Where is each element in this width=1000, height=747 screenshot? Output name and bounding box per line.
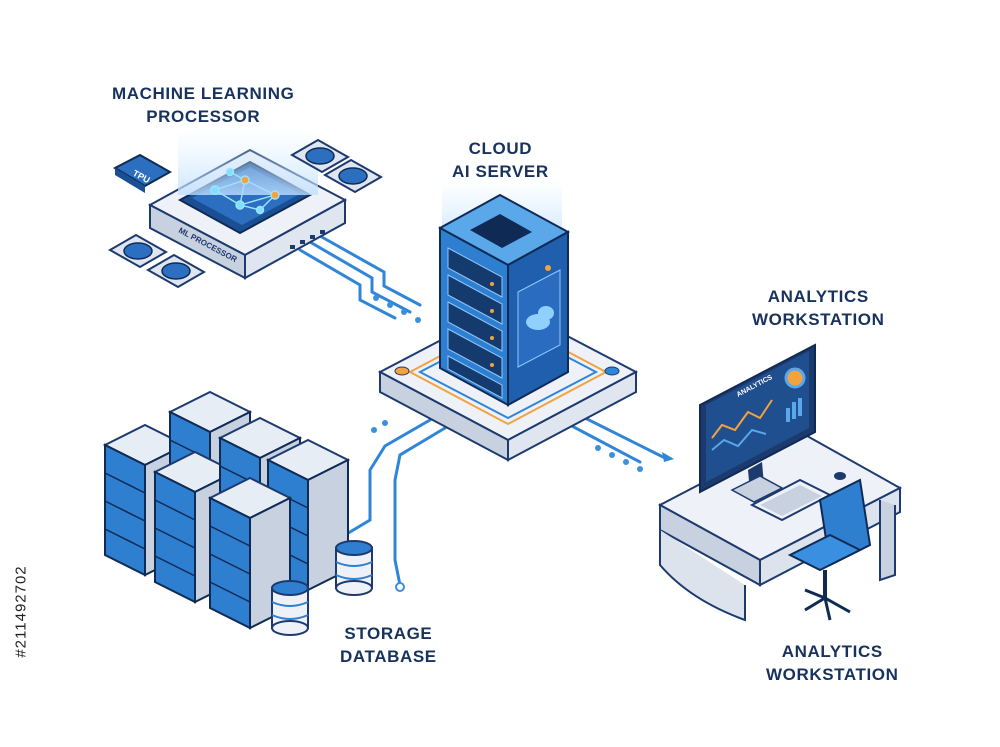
fan-icon (289, 138, 351, 174)
monitor-bars (786, 398, 802, 422)
monitor-pie-icon (784, 367, 806, 389)
workstation-top-label-line2: WORKSTATION (752, 310, 885, 329)
tpu-chip: TPU (112, 153, 173, 193)
connection-lines (298, 234, 667, 587)
fan-icon (145, 253, 207, 289)
server-to-workstation-line (568, 423, 642, 464)
fan-icon (322, 158, 384, 194)
server-slots (447, 247, 503, 399)
fan-icon (107, 233, 169, 269)
ml-processor-label-line1: MACHINE LEARNING (112, 84, 295, 103)
port-leds (290, 230, 325, 249)
ml-processor-label-line2: PROCESSOR (146, 107, 261, 126)
workstation-bottom-label-line1: ANALYTICS (781, 642, 883, 661)
workstation-top-label: ANALYTICS WORKSTATION (752, 285, 885, 331)
server-to-workstation-line-2 (583, 416, 667, 460)
monitor: ANALYTICS (699, 343, 816, 503)
database-cylinder-icon (271, 580, 309, 636)
cloud-icon (526, 306, 554, 330)
cloud-server-label-line1: CLOUD (468, 139, 533, 158)
connection-dots (371, 295, 643, 592)
cloud-server-label-line2: AI SERVER (452, 162, 549, 181)
monitor-chart-line (711, 399, 773, 439)
server-to-storage-line (343, 418, 432, 537)
server-to-storage-line-2 (393, 426, 447, 587)
arrow-to-workstation-icon (662, 452, 674, 462)
ml-to-server-line-3 (318, 234, 422, 307)
neural-network-icon (210, 167, 280, 215)
mouse (834, 472, 846, 480)
workstation-bottom-label-line2: WORKSTATION (766, 665, 899, 684)
cloud-server-label: CLOUD AI SERVER (452, 137, 549, 183)
server-leds (490, 282, 494, 367)
ml-processor-label: MACHINE LEARNING PROCESSOR (112, 82, 294, 128)
workstation-top-label-line1: ANALYTICS (767, 287, 869, 306)
storage-label-line1: STORAGE (344, 624, 433, 643)
cloud-server-rack (437, 180, 571, 407)
monitor-chart-line (711, 428, 767, 451)
ml-to-server-line-2 (308, 240, 412, 314)
storage-label-line2: DATABASE (340, 647, 437, 666)
database-cylinder-icon (335, 540, 373, 596)
workstation-bottom-label: ANALYTICS WORKSTATION (766, 640, 899, 686)
storage-database-label: STORAGE DATABASE (340, 622, 437, 668)
office-chair (787, 478, 872, 621)
storage-racks (102, 390, 351, 630)
ml-to-server-line (298, 248, 397, 320)
ml-processor-board: ML PROCESSOR (147, 130, 348, 280)
